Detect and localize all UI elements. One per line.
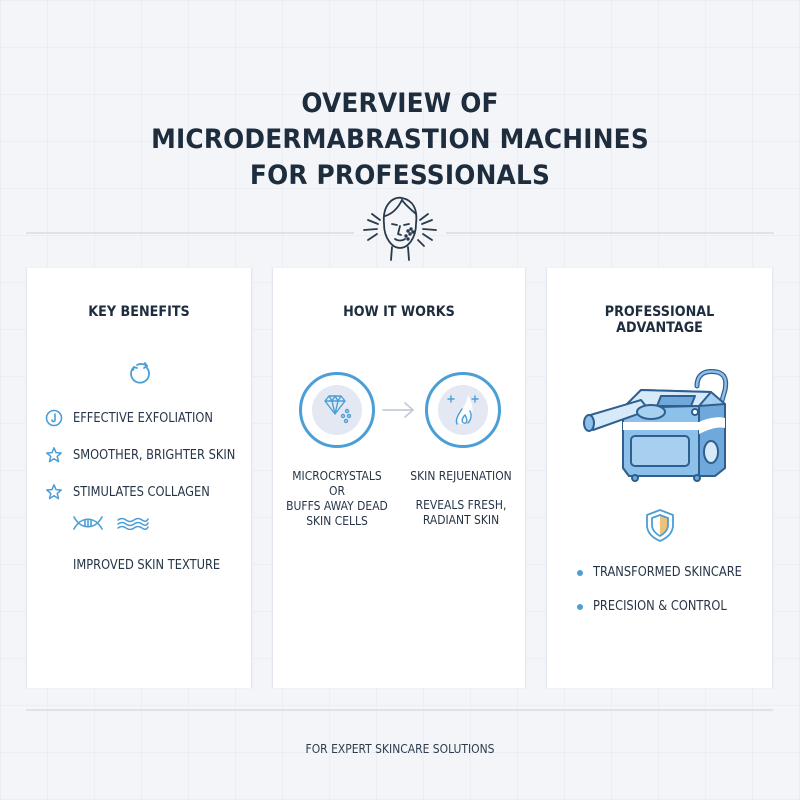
step-1-line: SKIN CELLS (306, 513, 368, 528)
title-line-3: FOR PROFESSIONALS (249, 160, 551, 191)
star-icon (46, 484, 62, 500)
advantage-item: TRANSFORMED SKINCARE (577, 565, 762, 580)
card-how-it-works: HOW IT WORKS MICROCRYSTALS OR BUFFS AWAY… (272, 268, 526, 688)
step-2-line: REVEALS FRESH, (415, 497, 507, 512)
arrow-right-icon (382, 402, 414, 418)
card-professional-advantage: PROFESSIONAL ADVANTAGE TRANSFORMED SKINC… (546, 268, 773, 688)
card-title: KEY BENEFITS (88, 304, 190, 320)
dna-wave-icons (73, 516, 149, 530)
benefit-label: EFFECTIVE EXFOLIATION (73, 410, 213, 426)
shield-icon (646, 509, 674, 542)
step-1-badge (299, 372, 375, 448)
water-drop-sparkle-icon (447, 395, 479, 425)
benefit-label: IMPROVED SKIN TEXTURE (73, 558, 221, 573)
benefit-item: IMPROVED SKIN TEXTURE (73, 556, 240, 574)
clock-j-icon (45, 409, 63, 427)
benefit-item: SMOOTHER, BRIGHTER SKIN (45, 446, 257, 464)
footer-tagline: FOR EXPERT SKINCARE SOLUTIONS (305, 741, 495, 756)
advantage-label: TRANSFORMED SKINCARE (593, 565, 742, 580)
step-2-line: RADIANT SKIN (422, 512, 500, 527)
wave-icon (117, 517, 149, 530)
star-icon (46, 447, 62, 463)
title-line-2: MICRODERMABRASTION MACHINES (151, 124, 649, 155)
hero-divider-left (26, 232, 354, 234)
step-1-line: OR (329, 483, 345, 498)
benefit-label: STIMULATES COLLAGEN (73, 484, 210, 500)
title-line-1: OVERVIEW OF (301, 88, 499, 119)
benefit-item: EFFECTIVE EXFOLIATION (45, 409, 232, 427)
page-title: OVERVIEW OF MICRODERMABRASTION MACHINES … (32, 86, 768, 194)
card-key-benefits: KEY BENEFITS EFFECTIVE EXFOLIATION SMOOT… (26, 268, 252, 688)
cycle-icon (130, 362, 150, 384)
card-title: PROFESSIONAL ADVANTAGE (604, 304, 715, 336)
bullet-icon (577, 603, 583, 610)
benefit-item: STIMULATES COLLAGEN (45, 483, 229, 501)
step-1-text: MICROCRYSTALS OR BUFFS AWAY DEAD SKIN CE… (273, 468, 401, 528)
card-title: HOW IT WORKS (343, 304, 455, 320)
advantage-label: PRECISION & CONTROL (593, 599, 727, 614)
dna-icon (73, 516, 103, 530)
step-2-heading: SKIN REJUENATION (410, 468, 512, 483)
step-1-line: MICROCRYSTALS (292, 468, 382, 483)
hero-divider-right (446, 232, 774, 234)
face-skin-icon (363, 196, 437, 261)
benefit-label: SMOOTHER, BRIGHTER SKIN (73, 447, 236, 463)
step-2-text: SKIN REJUENATION REVEALS FRESH, RADIANT … (397, 468, 525, 527)
step-2-badge (425, 372, 501, 448)
footer-divider (26, 709, 773, 711)
advantage-item: PRECISION & CONTROL (577, 599, 745, 614)
diamond-crystals-icon (324, 395, 352, 424)
step-1-line: BUFFS AWAY DEAD (286, 498, 388, 513)
bullet-icon (577, 569, 583, 576)
machine-icon (583, 369, 729, 482)
